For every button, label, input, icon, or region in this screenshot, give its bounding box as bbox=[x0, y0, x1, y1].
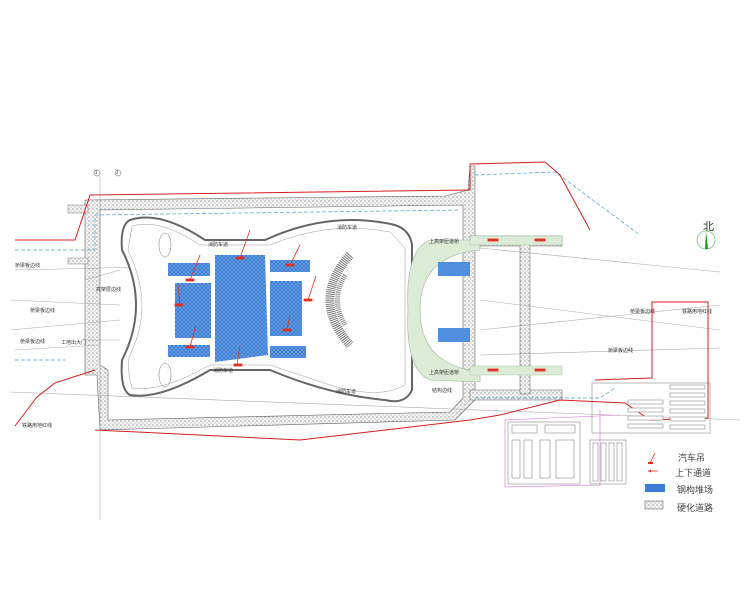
steel-yard bbox=[168, 263, 210, 276]
steel-yard bbox=[270, 281, 302, 336]
fire-lane-label: 消防车道 bbox=[208, 242, 229, 248]
bridge-edge-label: 桥梁板边线 bbox=[20, 339, 46, 345]
legend-label: 硬化道路 bbox=[677, 504, 714, 514]
elevated-edge-label: 高架层边线 bbox=[96, 287, 122, 293]
bridge-edge-label: 桥梁板边线 bbox=[630, 309, 656, 315]
rail-redline-label: 铁路用地红线 bbox=[682, 309, 713, 315]
steel-yard-main bbox=[215, 255, 268, 362]
paved-road-swatch bbox=[644, 500, 664, 510]
north-arrow-icon bbox=[696, 230, 716, 250]
structure-edge-label: 结构边线 bbox=[432, 388, 453, 394]
legend-item-passage: 上下通道 bbox=[675, 466, 711, 479]
fence-lines bbox=[15, 171, 641, 399]
site-gate-label: 工地出大门 bbox=[61, 340, 87, 346]
axis-label: 2 bbox=[116, 170, 119, 175]
axis-markers bbox=[93, 169, 122, 520]
arrow-icon bbox=[648, 469, 658, 473]
legend-label: 钢构堆场 bbox=[677, 486, 714, 496]
ramp-bridge bbox=[407, 235, 563, 383]
north-label: 北 bbox=[703, 220, 714, 233]
ramp-bridge-label: 上高架匝道桥 bbox=[429, 370, 460, 376]
steel-yard bbox=[168, 345, 210, 357]
bridge-edge-label: 桥梁板边线 bbox=[30, 308, 56, 314]
fire-lane-label: 消防车道 bbox=[213, 368, 234, 374]
legend-label: 汽车吊 bbox=[678, 454, 706, 464]
axis-label: 1 bbox=[95, 170, 98, 175]
crane-icon bbox=[648, 452, 656, 464]
legend-item-steel-yard: 钢构堆场 bbox=[677, 483, 713, 496]
rail-redline-label: 铁路用地红线 bbox=[22, 423, 53, 429]
legend-icons bbox=[644, 452, 665, 510]
steel-yard bbox=[175, 283, 211, 338]
legend-item-crane: 汽车吊 bbox=[678, 451, 705, 464]
legend-label: 上下通道 bbox=[675, 469, 712, 479]
legend-item-paved-road: 硬化道路 bbox=[677, 501, 713, 514]
steel-yard-swatch bbox=[645, 484, 665, 492]
fire-lane-label: 消防车道 bbox=[337, 225, 358, 231]
ramp-bridge-label: 上高架匝道桥 bbox=[429, 239, 460, 245]
site-facilities bbox=[507, 382, 711, 485]
magenta-boundary bbox=[504, 410, 621, 488]
crane-markers bbox=[174, 229, 546, 372]
building-outline bbox=[120, 216, 413, 403]
bridge-edge-label: 桥梁板边线 bbox=[15, 263, 41, 269]
fire-lane-label: 消防车道 bbox=[336, 389, 357, 395]
bridge-edge-label: 桥梁板边线 bbox=[608, 348, 634, 354]
steel-yard bbox=[270, 346, 306, 358]
